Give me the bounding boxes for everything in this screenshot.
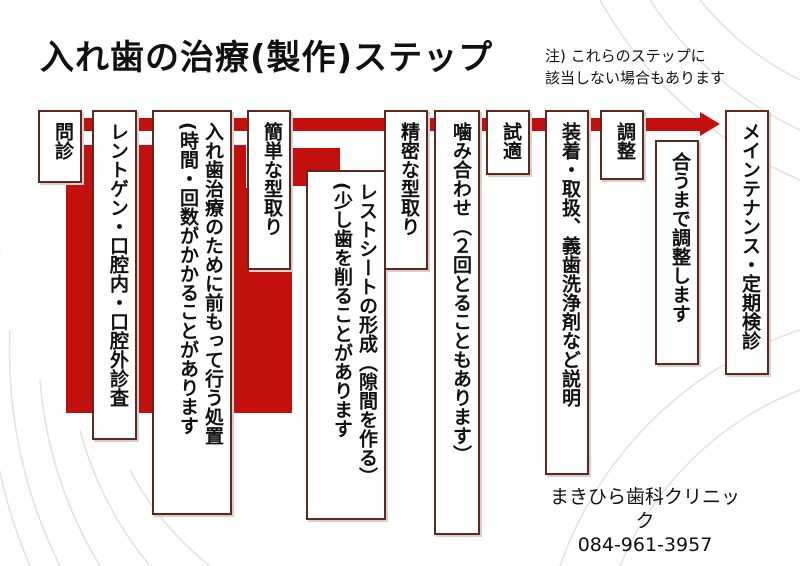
timeline-arrow-head: [700, 112, 720, 136]
step-examination: レントゲン・口腔内・口腔外診査: [92, 110, 137, 440]
step-adjustment: 調整: [600, 110, 644, 180]
clinic-info: まきひら歯科クリニック 084-961-3957: [545, 485, 745, 557]
step-interview: 問診: [38, 110, 82, 183]
clinic-phone: 084-961-3957: [577, 534, 713, 556]
clinic-name: まきひら歯科クリニック: [549, 486, 740, 532]
step-rest-seat: レストシートの形成（隙間を作る） (少し歯を削ることがあります: [306, 170, 386, 520]
step-maintenance: メインテナンス・定期検診: [725, 110, 769, 375]
step-pre-treatment: 入れ歯治療のために前もって行う処置 (時間・回数がかかることがあります: [152, 110, 232, 515]
step-adjust-until-fit: 合うまで調整します: [655, 140, 699, 365]
page-title: 入れ歯の治療(製作)ステップ: [40, 38, 494, 78]
step-bite-registration: 噛み合わせ（２回とることもあります）: [434, 110, 480, 535]
step-precise-impression: 精密な型取り: [384, 110, 428, 270]
step-try-in: 試適: [486, 110, 530, 175]
step-simple-impression: 簡単な型取り: [247, 110, 291, 270]
step-fitting-explanation: 装着・取扱、義歯洗浄剤など説明: [545, 110, 589, 475]
note-text: 注) これらのステップに 該当しない場合もあります: [545, 47, 726, 87]
